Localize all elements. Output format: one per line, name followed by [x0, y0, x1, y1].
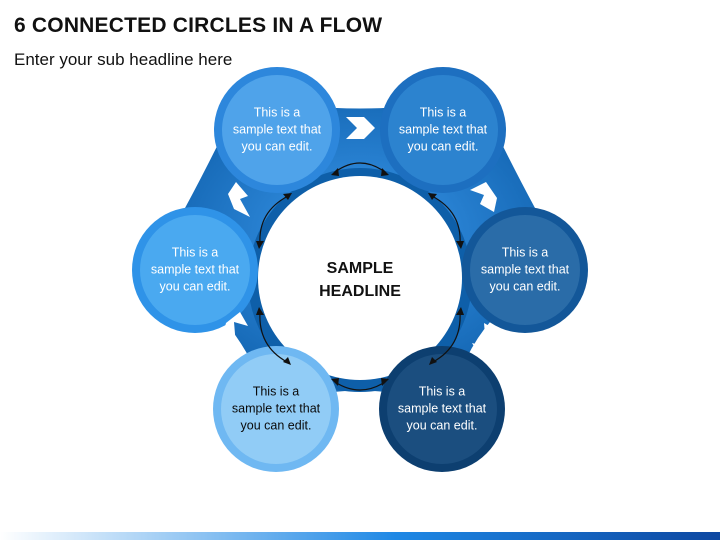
page-title: 6 CONNECTED CIRCLES IN A FLOW — [14, 14, 383, 37]
double-arrow-icon — [259, 311, 288, 363]
chevron-up-left-icon — [222, 312, 248, 346]
double-arrow-icon — [334, 162, 386, 173]
circle-6-text: This is a sample text that you can edit. — [150, 245, 240, 294]
center-headline: SAMPLE HEADLINE — [319, 260, 401, 300]
circle-6 — [140, 215, 250, 325]
chevron-down-right-icon — [470, 182, 497, 212]
circle-3 — [470, 215, 580, 325]
double-arrow-icon — [431, 195, 461, 245]
circle-5-text: This is a sample text that you can edit. — [231, 384, 321, 433]
chevron-down-left-icon — [472, 323, 498, 357]
circle-4 — [387, 354, 497, 464]
circle-1-text: This is a sample text that you can edit. — [232, 105, 322, 154]
circle-5 — [221, 354, 331, 464]
double-arrow-icon — [432, 311, 461, 363]
chevron-right-icon — [346, 117, 375, 139]
chevron-left-icon — [345, 398, 374, 420]
circle-1 — [222, 75, 332, 185]
double-arrow-icon — [259, 195, 289, 245]
circle-4-text: This is a sample text that you can edit. — [397, 384, 487, 433]
double-arrow-icon — [334, 381, 386, 391]
page-subtitle: Enter your sub headline here — [14, 50, 233, 69]
footer-bar — [0, 532, 720, 540]
circle-2 — [388, 75, 498, 185]
chevron-up-right-icon — [228, 182, 250, 217]
circle-3-text: This is a sample text that you can edit. — [480, 245, 570, 294]
circle-2-text: This is a sample text that you can edit. — [398, 105, 488, 154]
